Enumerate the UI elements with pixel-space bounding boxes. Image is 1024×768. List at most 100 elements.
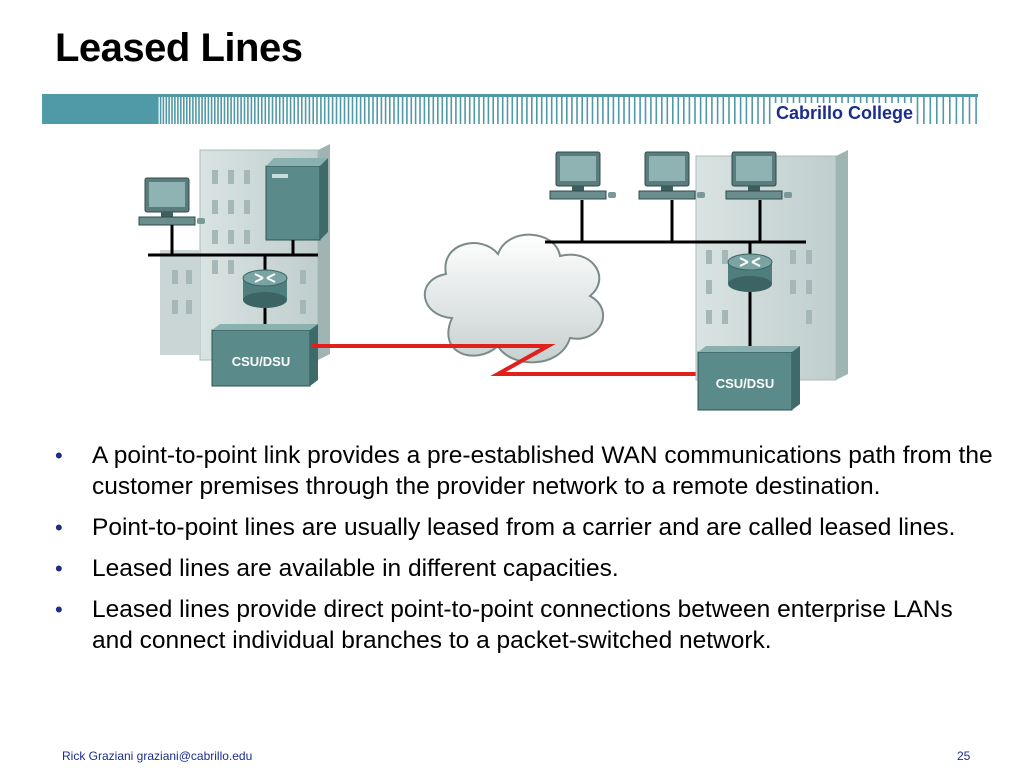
decor-bar-stripe (602, 94, 604, 124)
page-number: 25 (957, 749, 971, 763)
decor-bar-stripe (478, 94, 480, 124)
decor-bar-stripe (410, 94, 413, 124)
decor-bar-stripe (233, 94, 236, 124)
decor-bar-stripe (555, 94, 558, 124)
decor-bar-stripe (511, 94, 514, 124)
footer-author: Rick Graziani graziani@cabrillo.edu (62, 749, 253, 763)
decor-bar-stripe (180, 94, 182, 124)
decor-bar-stripe (217, 94, 219, 124)
decor-bar-solid (42, 94, 157, 124)
decor-bar-stripe (650, 94, 652, 124)
decor-bar-stripe (308, 94, 311, 124)
decor-bar-stripe (384, 94, 387, 124)
decor-bar-stripe (734, 94, 736, 124)
decor-bar-stripe (368, 94, 370, 124)
decor-bar-stripe (672, 94, 674, 124)
decor-bar-stripe (159, 94, 162, 124)
decor-bar-stripe (397, 94, 400, 124)
decor-bar-stripe (339, 94, 342, 124)
decor-bar-stripe (293, 94, 296, 124)
decor-bar-stripe (739, 94, 742, 124)
decor-bar-stripe (464, 94, 466, 124)
decor-bar-stripe (745, 94, 748, 124)
decor-bar-stripe (482, 94, 485, 124)
decor-bar-stripe (389, 94, 391, 124)
decor-bar-stripe (250, 94, 253, 124)
decor-bar-stripe (359, 94, 362, 124)
decor-bar-stripe (612, 94, 615, 124)
decor-bar-stripe (571, 94, 573, 124)
decor-bar-stripe (492, 94, 494, 124)
decor-bar-stripe (223, 94, 226, 124)
slide-title: Leased Lines (55, 26, 303, 70)
decor-bar-stripe (376, 94, 378, 124)
decor-bar-stripe (289, 94, 292, 124)
decor-bar-stripe (711, 94, 713, 124)
decor-bar-stripe (526, 94, 528, 124)
decor-bar-stripe (230, 94, 232, 124)
right-csu-dsu-icon: CSU/DSU (697, 346, 800, 411)
decor-bar-stripe (923, 94, 925, 124)
right-pc-icon-1 (549, 151, 617, 200)
decor-bar-stripe (168, 94, 170, 124)
decor-bar-stripe (633, 94, 636, 124)
decor-bar-stripe (516, 94, 518, 124)
decor-bar-stripe (639, 94, 641, 124)
decor-bar-stripe (312, 94, 314, 124)
cloud-icon (423, 233, 604, 364)
bullet-icon: • (55, 597, 63, 622)
decor-bar-stripe (165, 94, 168, 124)
decor-bar-stripe (406, 94, 408, 124)
server-icon (265, 158, 328, 241)
decor-bar-stripe (227, 94, 229, 124)
decor-bar-stripe (586, 94, 589, 124)
decor-bar-stripe (201, 94, 203, 124)
decor-bar-stripe (683, 94, 685, 124)
decor-bar-stripe (157, 94, 159, 124)
decor-bar-stripe (401, 94, 404, 124)
decor-bar-stripe (968, 94, 971, 124)
decor-bar-stripe (728, 94, 730, 124)
decor-bar-stripe (347, 94, 350, 124)
bullet-text: Leased lines are available in different … (92, 555, 619, 582)
decor-bar-stripe (393, 94, 395, 124)
decor-bar-stripe (501, 94, 504, 124)
decor-bar-stripe (323, 94, 326, 124)
right-router-icon (727, 253, 773, 352)
decor-bar-stripe (949, 94, 951, 124)
left-csu-dsu-label: CSU/DSU (232, 354, 291, 369)
decor-bar-stripe (316, 94, 318, 124)
decor-bar-stripe (497, 94, 499, 124)
decorative-header-bar (42, 94, 978, 124)
decor-bar-stripe (363, 94, 366, 124)
bullet-icon: • (55, 443, 63, 468)
decor-bar-stripe (487, 94, 490, 124)
decor-bar-stripe (506, 94, 509, 124)
lightning-link-icon (312, 344, 700, 376)
decor-bar-stripe (423, 94, 426, 124)
decor-bar-stripe (257, 94, 260, 124)
right-pc-icon-2 (638, 151, 706, 200)
decor-bar-stripe (768, 94, 771, 124)
decor-bar-stripe (240, 94, 242, 124)
decor-bar-stripe (327, 94, 330, 124)
decor-bar-stripe (459, 94, 462, 124)
decor-bar-stripe (628, 94, 631, 124)
bullet-item: •Point-to-point lines are usually leased… (55, 512, 995, 543)
left-csu-dsu-icon: CSU/DSU (211, 324, 318, 387)
decor-bar-stripe (596, 94, 599, 124)
decor-bar-stripe (688, 94, 691, 124)
decor-bar-stripe (581, 94, 583, 124)
decor-bar-stripe (171, 94, 173, 124)
decor-bar-stripe (531, 94, 533, 124)
decor-bar-stripe (343, 94, 346, 124)
decor-bar-stripe (331, 94, 334, 124)
decor-bar-stripe (207, 94, 210, 124)
decor-bar-stripe (450, 94, 453, 124)
decor-bar-stripe (264, 94, 267, 124)
decor-bar-stripe (198, 94, 200, 124)
decor-bar-stripe (243, 94, 246, 124)
bullet-item: •Leased lines are available in different… (55, 553, 995, 584)
decor-bar-stripe (576, 94, 578, 124)
decor-bar-stripe (335, 94, 338, 124)
